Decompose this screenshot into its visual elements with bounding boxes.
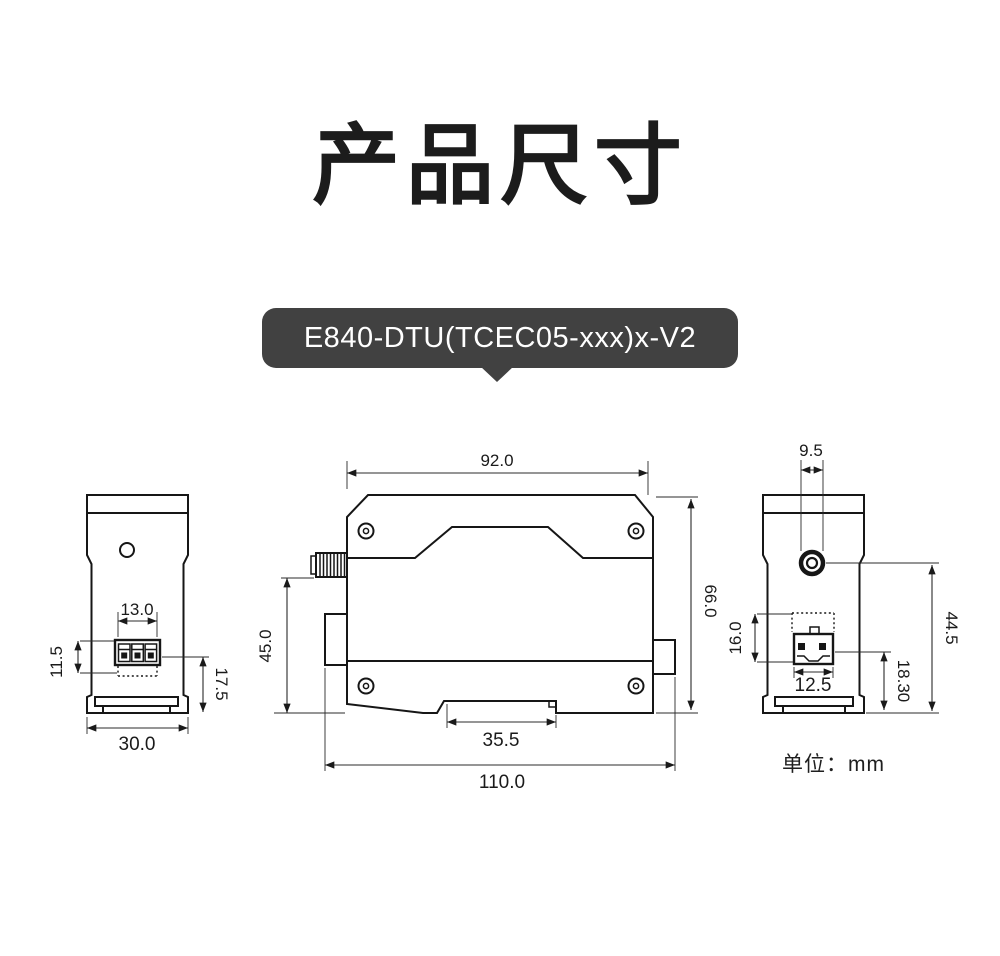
dim-front-lower-height: 45.0: [256, 577, 345, 714]
antenna-mount-hole: [798, 549, 826, 577]
dim-body-width: 30.0: [86, 717, 189, 755]
dim-bottom-section-height-label: 17.5: [212, 667, 231, 700]
dim-connector-width-label: 12.5: [795, 675, 832, 696]
dim-connector-bottom-height-label: 18.30: [894, 660, 913, 703]
model-badge-pointer-icon: [480, 366, 514, 382]
dim-bottom-section-height: 17.5: [162, 656, 231, 712]
dim-connector-region-height-label: 16.0: [726, 621, 745, 654]
right-mount-tab: [652, 639, 676, 675]
mount-hole: [119, 542, 135, 558]
dim-connector-bottom-height: 18.30: [835, 651, 913, 710]
din-rail-foot-right: [774, 696, 854, 713]
unit-label: 单位：mm: [782, 753, 885, 776]
dim-body-width-label: 30.0: [119, 734, 156, 755]
screw-holes: [357, 522, 645, 695]
din-rail-foot: [94, 696, 179, 713]
power-connector-2pin: [792, 626, 835, 666]
dim-front-body-height: 66.0: [656, 496, 720, 714]
dim-right-body-height: 44.5: [826, 562, 961, 714]
dim-front-body-width-label: 92.0: [480, 451, 513, 470]
dim-rail-notch-width: 35.5: [446, 704, 557, 751]
terminal-block-3pin: [113, 638, 162, 667]
dim-front-body-height-label: 66.0: [701, 584, 720, 617]
dim-antenna-offset-label: 9.5: [799, 441, 823, 460]
dim-terminal-width: 13.0: [117, 600, 158, 637]
dim-terminal-height: 11.5: [47, 640, 117, 678]
right-side-view: 9.5 16.0 12.5 18.30: [726, 441, 961, 714]
dim-front-body-width: 92.0: [346, 451, 649, 495]
dim-antenna-offset: 9.5: [799, 441, 824, 551]
page-title: 产品尺寸: [311, 116, 688, 215]
antenna-connector: [310, 552, 348, 578]
dim-right-body-height-label: 44.5: [942, 611, 961, 644]
model-badge-label: E840-DTU(TCEC05-xxx)x-V2: [303, 321, 697, 354]
front-view: 92.0 66.0 45.0 35.5: [256, 451, 720, 793]
dim-terminal-width-label: 13.0: [120, 600, 153, 619]
dim-front-lower-height-label: 45.0: [256, 629, 275, 662]
dim-total-width-label: 110.0: [479, 772, 525, 793]
dim-terminal-height-label: 11.5: [47, 646, 66, 678]
dim-connector-region-height: 16.0: [726, 613, 793, 663]
dim-connector-width: 12.5: [793, 667, 834, 696]
dim-rail-notch-width-label: 35.5: [483, 730, 520, 751]
dim-total-width: 110.0: [324, 668, 676, 793]
left-side-view: 13.0 11.5 17.5 30.0: [47, 494, 231, 755]
model-badge: E840-DTU(TCEC05-xxx)x-V2: [262, 308, 738, 368]
left-mount-tab: [324, 613, 348, 666]
